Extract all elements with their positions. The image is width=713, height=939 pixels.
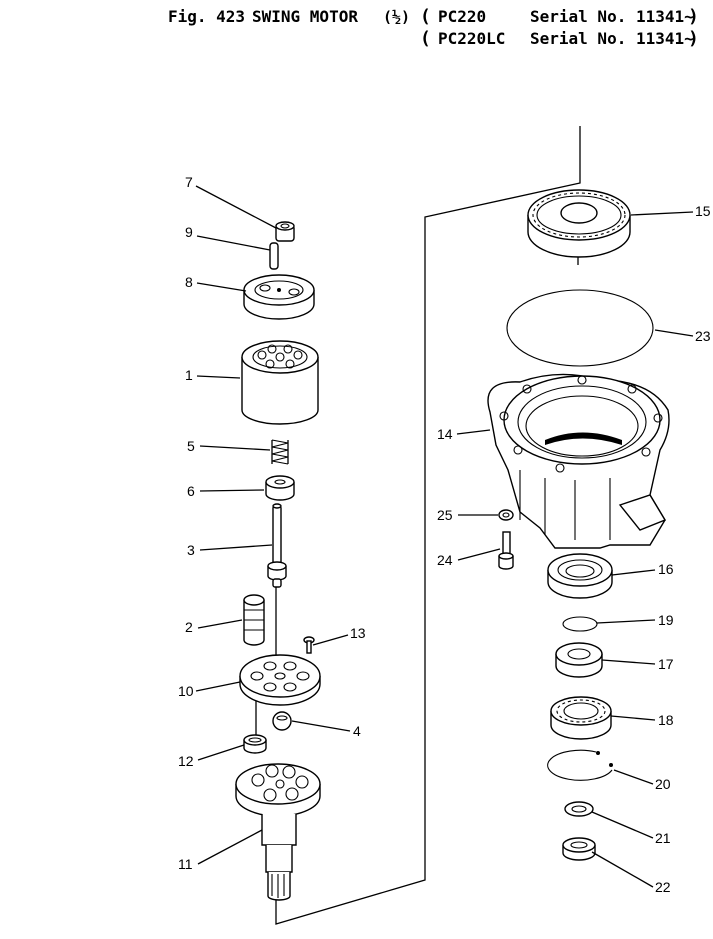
part-13-screw	[303, 636, 315, 654]
part-5-spring	[271, 439, 289, 465]
leader-lines	[195, 185, 694, 888]
part-6-collar	[265, 475, 295, 501]
callout-22: 22	[655, 879, 671, 895]
part-12-ring	[243, 734, 267, 754]
callout-23: 23	[695, 328, 711, 344]
part-22-lock-nut	[562, 837, 596, 861]
part-24-bolt	[498, 531, 514, 570]
callout-4: 4	[353, 723, 361, 739]
callout-8: 8	[185, 274, 193, 290]
callout-16: 16	[658, 561, 674, 577]
part-3-center-shaft	[267, 503, 287, 588]
part-18-bearing	[550, 696, 612, 740]
figure-number: Fig. 423	[168, 7, 245, 26]
part-fraction: (½)	[383, 8, 410, 26]
part-16-bearing	[547, 553, 613, 599]
part-15-bearing	[527, 189, 631, 258]
callout-3: 3	[187, 542, 195, 558]
paren-close-2: )	[688, 28, 699, 49]
callout-24: 24	[437, 552, 453, 568]
part-21-washer	[564, 801, 594, 817]
part-1-cylinder-block	[241, 340, 319, 425]
serial-1: Serial No. 11341~	[530, 7, 694, 26]
assembly-bracket-line	[275, 126, 581, 925]
callout-1: 1	[185, 367, 193, 383]
callout-12: 12	[178, 753, 194, 769]
part-2-piston	[243, 594, 265, 646]
paren-open-2: (	[420, 28, 431, 49]
part-11-output-shaft	[235, 763, 321, 901]
callout-25: 25	[437, 507, 453, 523]
part-14-housing	[487, 373, 670, 549]
callout-19: 19	[658, 612, 674, 628]
part-17-spacer	[555, 642, 603, 678]
callout-21: 21	[655, 830, 671, 846]
callout-2: 2	[185, 619, 193, 635]
serial-2: Serial No. 11341~	[530, 29, 694, 48]
callout-15: 15	[695, 203, 711, 219]
callout-5: 5	[187, 438, 195, 454]
part-9-pin	[269, 242, 279, 270]
figure-title: SWING MOTOR	[252, 7, 358, 26]
part-19-o-ring	[562, 616, 598, 632]
part-10-retainer-plate	[239, 654, 321, 706]
paren-open-1: (	[420, 6, 431, 27]
callout-9: 9	[185, 224, 193, 240]
callout-20: 20	[655, 776, 671, 792]
callout-14: 14	[437, 426, 453, 442]
callout-10: 10	[178, 683, 194, 699]
model-1: PC220	[438, 7, 486, 26]
callout-13: 13	[350, 625, 366, 641]
part-7-plug	[275, 221, 295, 242]
part-20-snap-ring	[547, 749, 613, 781]
part-25-washer	[498, 509, 514, 521]
part-8-valve-plate	[243, 274, 315, 320]
model-2: PC220LC	[438, 29, 505, 48]
callout-17: 17	[658, 656, 674, 672]
part-4-ball-guide	[272, 711, 292, 731]
callout-7: 7	[185, 174, 193, 190]
callout-6: 6	[187, 483, 195, 499]
part-23-o-ring	[506, 289, 654, 367]
callout-18: 18	[658, 712, 674, 728]
callout-11: 11	[178, 856, 193, 872]
paren-close-1: )	[688, 6, 699, 27]
